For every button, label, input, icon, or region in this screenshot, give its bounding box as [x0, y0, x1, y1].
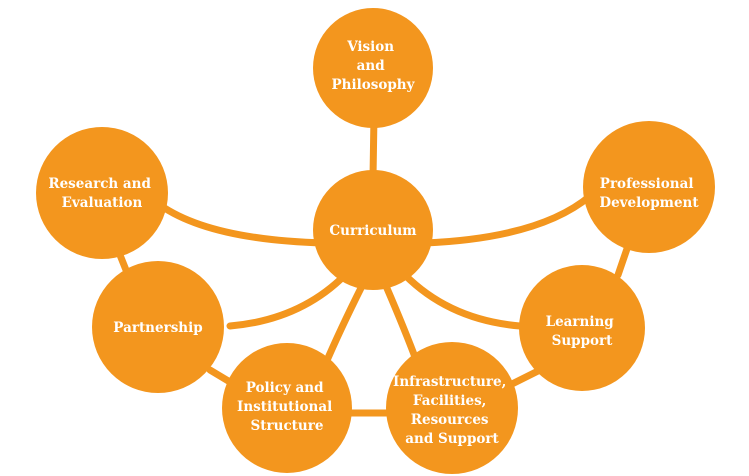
- node-research-circle: [36, 127, 168, 259]
- node-curriculum-label: Curriculum: [329, 223, 416, 239]
- edge-curriculum-professional: [421, 192, 594, 247]
- edge-curriculum-infrastructure: [382, 282, 422, 369]
- node-professional-circle: [583, 121, 715, 253]
- node-learning-label: Learning Support: [546, 314, 619, 349]
- node-research: Research and Evaluation: [36, 127, 168, 259]
- edge-curriculum-research: [156, 201, 329, 247]
- node-partnership: Partnership: [92, 261, 224, 393]
- node-learning: Learning Support: [519, 265, 645, 391]
- edge-curriculum-learning: [401, 271, 524, 330]
- node-vision-circle: [313, 8, 433, 128]
- node-professional: Professional Development: [583, 121, 715, 253]
- node-partnership-circle: [92, 261, 224, 393]
- node-research-label: Research and Evaluation: [48, 176, 155, 211]
- node-infrastructure-label: Infrastructure, Facilities, Resources an…: [393, 374, 511, 447]
- node-curriculum-circle: [313, 170, 433, 290]
- node-vision: Vision and Philosophy: [313, 8, 433, 128]
- node-infrastructure-circle: [386, 342, 518, 474]
- node-policy: Policy and Institutional Structure: [222, 343, 352, 473]
- edge-curriculum-policy: [321, 282, 366, 369]
- node-learning-circle: [519, 265, 645, 391]
- edge-curriculum-partnership: [226, 271, 349, 330]
- node-infrastructure: Infrastructure, Facilities, Resources an…: [386, 342, 518, 474]
- node-partnership-label: Partnership: [113, 320, 202, 336]
- node-policy-label: Policy and Institutional Structure: [237, 380, 337, 434]
- node-professional-label: Professional Development: [599, 176, 699, 211]
- node-policy-circle: [222, 343, 352, 473]
- edge-infrastructure-learning: [506, 366, 544, 389]
- node-curriculum: Curriculum: [313, 170, 433, 290]
- node-vision-label: Vision and Philosophy: [332, 39, 416, 93]
